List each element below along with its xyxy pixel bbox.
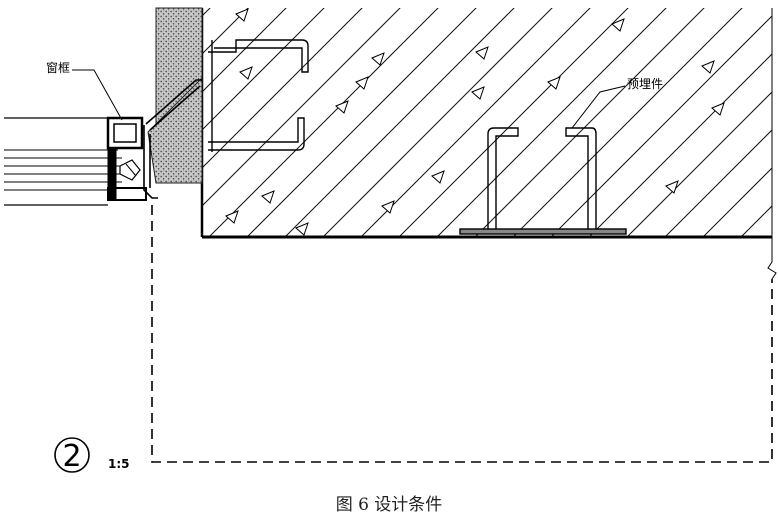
aggregate-triangle xyxy=(381,200,395,214)
steel-angle xyxy=(143,79,202,199)
hatch-line xyxy=(360,8,591,237)
aggregate-triangle xyxy=(371,52,385,66)
hatch-line xyxy=(284,8,515,237)
aggregate-triangle xyxy=(355,76,369,90)
hatch-line xyxy=(588,53,772,237)
aggregate-triangle xyxy=(235,8,249,22)
aggregate-triangle xyxy=(431,170,445,184)
aggregate-triangle xyxy=(701,60,715,74)
hatch-line xyxy=(702,167,772,237)
concrete-hatching xyxy=(202,0,778,260)
hatch-line xyxy=(202,8,249,55)
hatch-line xyxy=(208,8,439,237)
dashed-outline xyxy=(151,205,773,463)
detail-number: 2 xyxy=(62,439,81,474)
hatch-line xyxy=(202,8,287,93)
hatch-line xyxy=(550,15,772,237)
aggregate-triangle xyxy=(225,210,239,224)
scale-label: 1:5 xyxy=(108,457,130,471)
hatch-line xyxy=(202,8,401,207)
window-frame-label: 窗框 xyxy=(46,61,70,75)
hatch-line xyxy=(202,8,363,169)
aggregate-triangle xyxy=(295,222,309,236)
hatch-line xyxy=(474,8,705,237)
mortar-facing xyxy=(147,7,203,184)
hatch-line xyxy=(246,8,477,237)
aggregate-triangle xyxy=(335,100,349,114)
concrete-slab xyxy=(200,0,778,280)
leader-lines xyxy=(72,69,626,129)
hatch-line xyxy=(436,8,667,237)
hatch-line xyxy=(664,129,772,237)
anchor-hooks xyxy=(208,39,309,152)
hatch-line xyxy=(202,8,325,131)
aggregate-triangle xyxy=(611,18,625,32)
window-frame xyxy=(4,116,147,206)
aggregate-triangle xyxy=(261,190,275,204)
detail-marker: 2 1:5 xyxy=(54,437,130,474)
figure-caption: 图 6 设计条件 xyxy=(335,495,443,515)
aggregate-triangles xyxy=(225,8,725,236)
hatch-line xyxy=(322,8,553,237)
aggregate-triangle xyxy=(547,76,561,90)
aggregate-triangle xyxy=(471,86,485,100)
hatch-line xyxy=(512,8,743,237)
hatch-line xyxy=(756,0,778,260)
embedded-part-label: 预埋件 xyxy=(627,77,663,91)
aggregate-triangle xyxy=(711,102,725,116)
hatch-line xyxy=(626,91,772,237)
hatch-line xyxy=(398,8,629,237)
aggregate-triangle xyxy=(475,46,489,60)
aggregate-triangle xyxy=(239,66,253,80)
aggregate-triangle xyxy=(665,180,679,194)
hatch-line xyxy=(740,205,772,237)
embedded-part-group xyxy=(459,127,627,235)
